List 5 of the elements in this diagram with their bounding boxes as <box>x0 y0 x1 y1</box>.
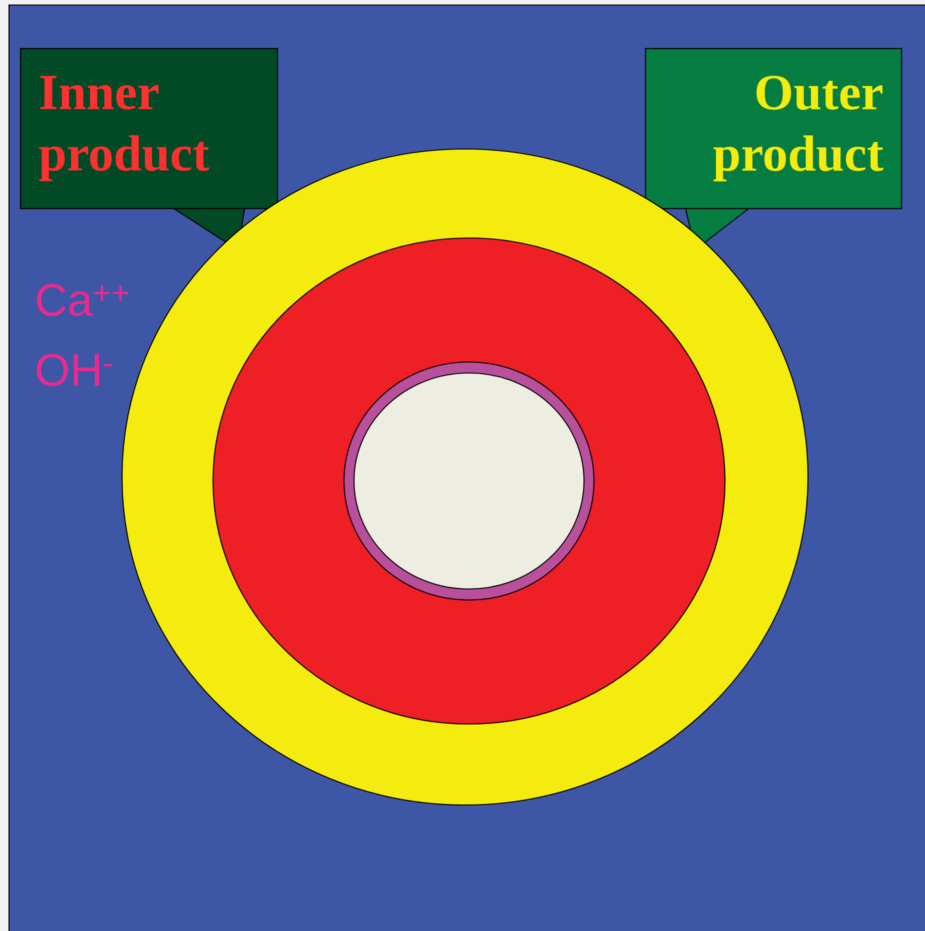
callout-box: Inner product <box>20 48 278 251</box>
callout-box: Outer product <box>645 48 902 251</box>
ion-label: Ca$^{++}$ <box>37 284 128 316</box>
ion-label: OH$^{-}$ <box>36 354 112 386</box>
circle <box>353 372 585 590</box>
